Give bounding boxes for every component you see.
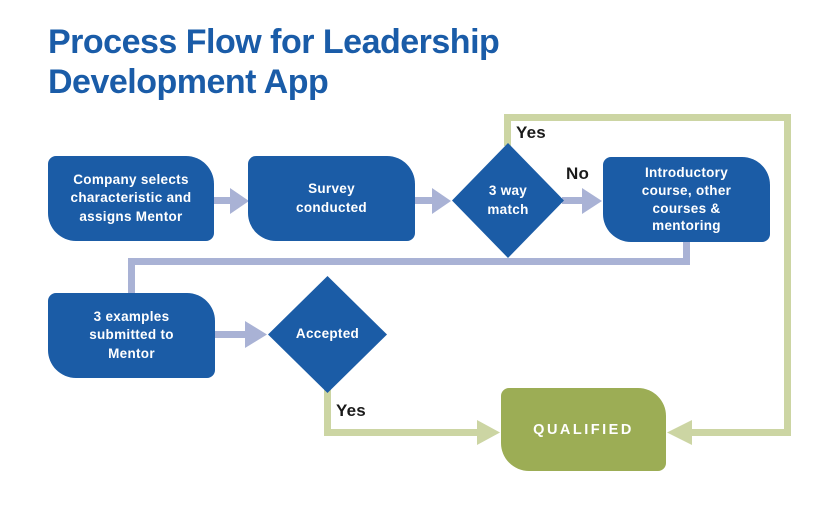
connector-company-survey-shaft: [212, 197, 233, 204]
edge-label-yes-bottom: Yes: [336, 401, 366, 420]
flow-node-introductory-course: Introductory course, other courses & men…: [603, 157, 770, 242]
arrowhead-right-icon: [230, 188, 249, 214]
connector-intro-examples-horizontal: [128, 258, 690, 265]
connector-match-no-shaft: [562, 197, 584, 204]
arrowhead-right-icon: [477, 420, 500, 445]
connector-examples-down: [128, 258, 135, 294]
edge-label-no: No: [566, 164, 590, 183]
flow-decision-accepted: Accepted: [268, 276, 387, 393]
connector-examples-accepted-shaft: [214, 331, 247, 338]
flow-node-company: Company selects characteristic and assig…: [48, 156, 214, 241]
connector-accepted-yes-vertical: [324, 388, 331, 436]
page-title-line1: Process Flow for Leadership: [48, 23, 500, 61]
arrowhead-left-icon: [667, 420, 692, 445]
flow-node-survey: Survey conducted: [248, 156, 415, 241]
page-title: Process Flow for Leadership Development …: [48, 22, 648, 102]
flow-node-qualified: QUALIFIED: [501, 388, 666, 471]
connector-survey-match-shaft: [413, 197, 434, 204]
arrowhead-right-icon: [582, 188, 602, 214]
connector-intro-down: [683, 240, 690, 265]
connector-yes-right-bottom-horizontal: [691, 429, 791, 436]
connector-yes-top-horizontal: [504, 114, 791, 121]
connector-accepted-yes-horizontal: [324, 429, 478, 436]
arrowhead-right-icon: [432, 188, 451, 214]
flow-decision-3way-match: 3 way match: [452, 143, 564, 258]
connector-yes-right-vertical: [784, 114, 791, 436]
flow-node-3-examples: 3 examples submitted to Mentor: [48, 293, 215, 378]
arrowhead-right-icon: [245, 321, 267, 348]
connector-yes-top-vertical-stub: [504, 118, 511, 146]
page-title-line2: Development App: [48, 63, 329, 102]
edge-label-yes-top: Yes: [516, 123, 546, 142]
